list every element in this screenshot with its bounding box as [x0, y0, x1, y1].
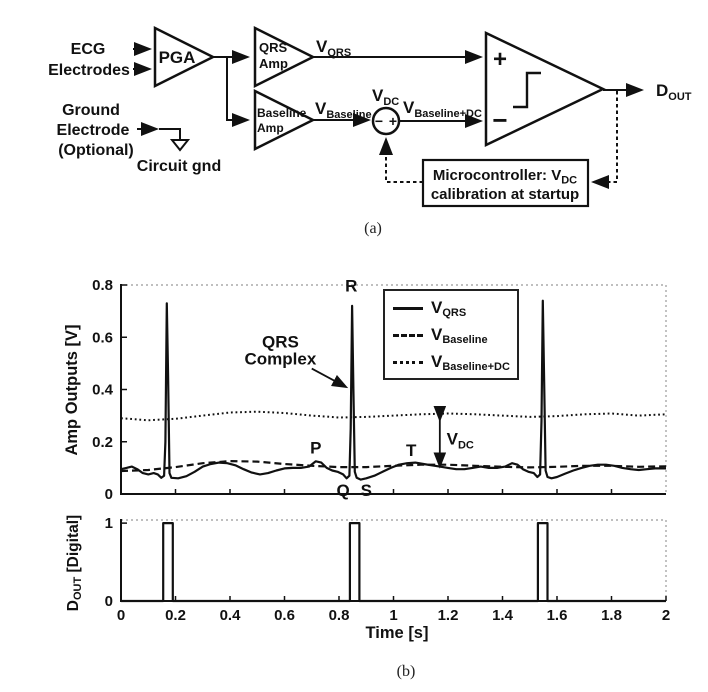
- series-2: [120, 410, 667, 422]
- y-tick-label: 0.2: [92, 434, 113, 451]
- comparator-triangle: [484, 31, 606, 147]
- x-tick-label: 1.2: [438, 607, 459, 624]
- ecg-electrodes-label-line2: Electrodes: [48, 62, 130, 79]
- y-tick-label: 0.6: [92, 329, 113, 346]
- vdc-label: VDC: [372, 86, 399, 108]
- legend-dotted-line-sample: [393, 361, 423, 364]
- baseline-amp-label-line2: Amp: [257, 121, 284, 135]
- baseline-amp-label-line1: Baseline: [257, 106, 307, 120]
- x-tick-label: 1: [389, 607, 397, 624]
- pga-to-baselineamp-wire: [226, 57, 250, 127]
- ground-electrode-label-line2: Electrode: [57, 122, 130, 139]
- x-tick-label: 0.8: [329, 607, 350, 624]
- summer-minus-sign: −: [375, 113, 383, 129]
- legend-entry-vqrs: VQRS: [393, 298, 517, 319]
- baseline-amp-triangle: [253, 88, 316, 152]
- y-tick-label: 0.4: [92, 382, 114, 399]
- dout-label: DOUT: [656, 81, 692, 103]
- vbaselinedc-label: VBaseline+DC: [403, 98, 482, 120]
- ground-wire: [159, 128, 181, 139]
- y-tick-label: 0.8: [92, 277, 113, 294]
- x-tick-label: 0.2: [165, 607, 186, 624]
- chart-legend: VQRS VBaseline VBaseline+DC: [383, 289, 519, 380]
- legend-solid-line-sample: [393, 307, 423, 310]
- series-0: [120, 299, 666, 481]
- legend-label-vqrs: VQRS: [431, 298, 467, 319]
- pga-label: PGA: [159, 48, 196, 67]
- pga-amp-triangle: [153, 25, 216, 89]
- y-tick-label: 1: [105, 515, 113, 532]
- x-tick-label: 0: [117, 607, 125, 624]
- x-tick-label: 1.6: [547, 607, 568, 624]
- circuit-gnd-label: Circuit gnd: [137, 158, 221, 175]
- legend-dashed-line-sample: [393, 334, 423, 337]
- annotation-qrs-complex: QRS: [262, 333, 299, 352]
- micro-to-summer-dashed-wire: [379, 137, 423, 183]
- microcontroller-label-line1: Microcontroller: VDC: [433, 167, 577, 187]
- time-xlabel: Time [s]: [365, 624, 429, 642]
- ecg-electrodes-label-line1: ECG: [71, 41, 106, 58]
- series-1: [120, 460, 667, 473]
- x-tick-label: 2: [662, 607, 670, 624]
- annotation-Q: Q: [336, 481, 349, 500]
- microcontroller-label-line2: calibration at startup: [431, 186, 579, 203]
- summer-plus-sign: +: [389, 113, 397, 129]
- qrs-amp-label-line2: Amp: [259, 56, 288, 71]
- qrs-amp-triangle: [253, 25, 316, 89]
- block-diagram: ECG Electrodes PGA QRS Amp Baseline Amp …: [48, 25, 692, 208]
- x-tick-label: 0.4: [220, 607, 242, 624]
- microcontroller-box: [421, 158, 590, 208]
- series-0: [121, 522, 666, 603]
- annotation-R: R: [345, 277, 357, 296]
- legend-label-vbaselinedc: VBaseline+DC: [431, 352, 510, 373]
- plot-1: 0 1 0 0.2 0.4 0.6 0.8 1 1.2 1.4 1.6 1.8 2: [105, 515, 671, 624]
- vqrs-label: VQRS: [316, 37, 351, 59]
- diagram-wires: [133, 42, 644, 189]
- qrs-amp-label-line1: QRS: [259, 40, 288, 55]
- x-tick-label: 1.8: [601, 607, 622, 624]
- annotation-vdc: VDC: [447, 429, 474, 451]
- annotation-qrs-complex: Complex: [245, 350, 317, 369]
- comparator-minus-sign: −: [492, 105, 507, 135]
- dout-feedback-dashed-wire: [591, 91, 618, 189]
- dout-ylabel: DOUT [Digital]: [65, 514, 84, 612]
- x-tick-label: 1.4: [492, 607, 514, 624]
- caption-b: (b): [396, 663, 416, 680]
- vbaseline-label: VBaseline: [315, 99, 372, 121]
- annotation-S: S: [361, 481, 372, 500]
- ground-symbol-icon: [169, 139, 191, 152]
- legend-entry-vbaselinedc: VBaseline+DC: [393, 352, 517, 373]
- amp-outputs-ylabel: Amp Outputs [V]: [63, 324, 81, 456]
- caption-a: (a): [364, 220, 382, 237]
- qrs-complex-arrow: [311, 367, 349, 389]
- annotation-P: P: [310, 439, 321, 458]
- ground-electrode-label-line1: Ground: [62, 102, 120, 119]
- legend-label-vbaseline: VBaseline: [431, 325, 488, 346]
- y-tick-label: 0: [105, 486, 113, 503]
- summing-junction-circle: [371, 106, 401, 136]
- x-tick-label: 0.6: [274, 607, 295, 624]
- comparator-plus-sign: +: [493, 46, 507, 73]
- ground-electrode-label-line3: (Optional): [58, 142, 134, 159]
- y-tick-label: 0: [105, 593, 113, 610]
- legend-entry-vbaseline: VBaseline: [393, 325, 517, 346]
- annotation-T: T: [406, 441, 417, 460]
- comparator-step-icon: [513, 71, 541, 109]
